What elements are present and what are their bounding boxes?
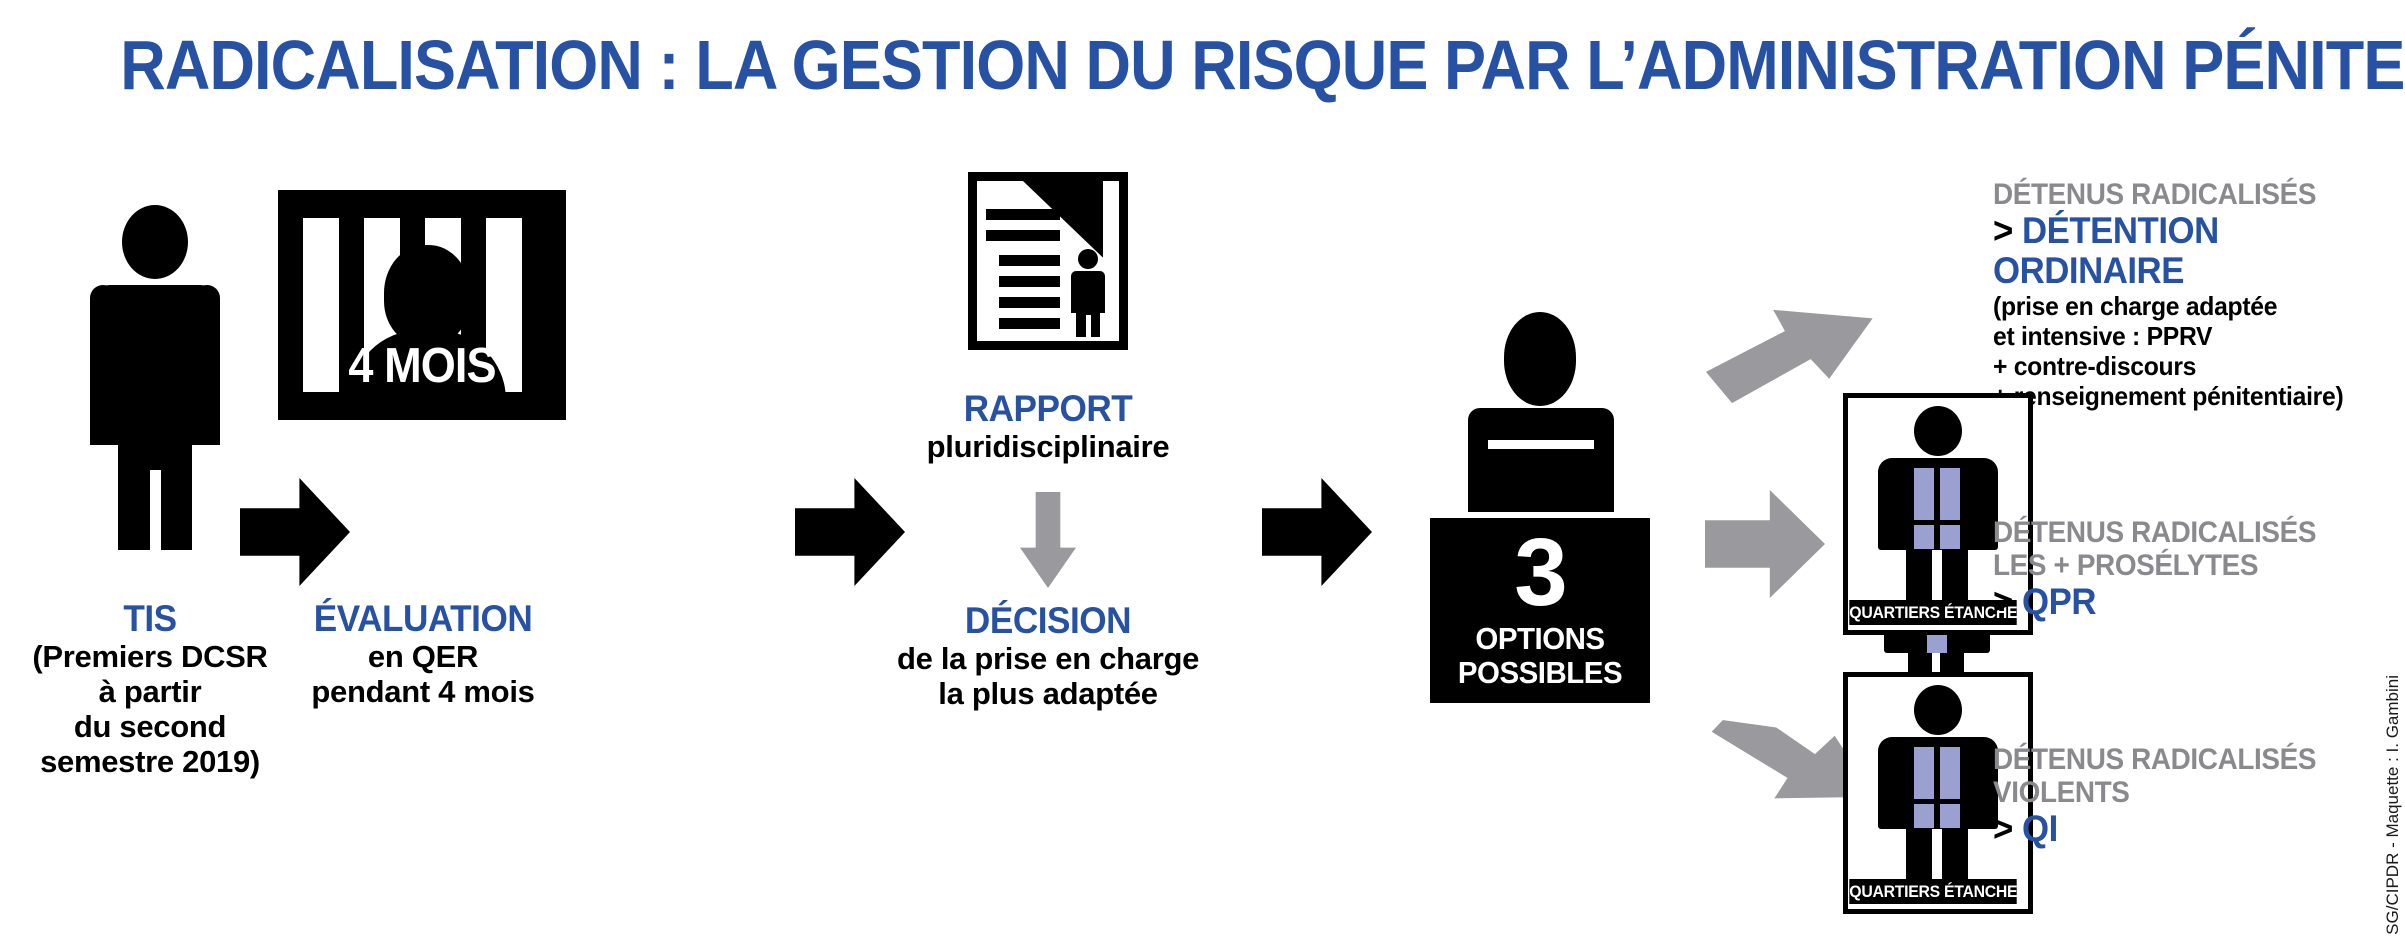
person-standing-icon (80, 205, 230, 550)
option-2-gray-heading-1: DÉTENUS RADICALISÉS (1993, 516, 2317, 549)
detainee-two-bars-icon-3 (1872, 685, 2002, 887)
step1-heading: TIS (123, 598, 177, 639)
option-2-frame-label: QUARTIERS ÉTANCHES (1849, 600, 2028, 625)
jail-cell-icon: 4 MOIS (278, 190, 566, 420)
option-1-blue-heading-1: > DÉTENTION (1993, 211, 2388, 251)
options-line-1: OPTIONS (1475, 621, 1605, 656)
step1-caption: TIS (Premiers DCSR à partir du second se… (0, 598, 300, 779)
step2-heading: ÉVALUATION (313, 598, 533, 639)
step3-decision-caption: DÉCISION de la prise en charge la plus a… (868, 600, 1228, 711)
option-2-blue-heading: > QPR (1993, 582, 2388, 622)
gray-right-arrow-icon (1705, 490, 1825, 598)
step3-heading-2: DÉCISION (964, 600, 1132, 641)
option-1-chevron: > (1993, 210, 2013, 251)
gray-down-arrow-icon (1020, 492, 1076, 588)
step1-line-3: du second (73, 709, 227, 744)
step2-line-1: en QER (367, 639, 479, 674)
black-right-arrow-icon-1 (240, 478, 350, 586)
detainee-two-bars-icon-2 (1872, 406, 2002, 608)
page-title: RADICALISATION : LA GESTION DU RISQUE PA… (120, 26, 2405, 104)
option-2-blue-line: QPR (2022, 581, 2097, 622)
step1-line-1: (Premiers DCSR (32, 639, 268, 674)
person-at-podium-icon: 3 OPTIONS POSSIBLES (1430, 312, 1650, 703)
step3-subtitle: pluridisciplinaire (926, 429, 1170, 464)
option-1-blue-line-1: DÉTENTION (2022, 210, 2219, 251)
option-3-chevron: > (1993, 808, 2013, 849)
option-3-gray-heading-1: DÉTENUS RADICALISÉS (1993, 743, 2317, 776)
option-2-text: DÉTENUS RADICALISÉS LES + PROSÉLYTES > Q… (1993, 516, 2405, 622)
options-line-2: POSSIBLES (1457, 655, 1623, 690)
credit-text: SG/CIPDR - Maquette : I. Gambini (2383, 675, 2402, 935)
black-right-arrow-icon-3 (1262, 478, 1372, 586)
option-1-detail-3: + contre-discours (1993, 351, 2197, 381)
step3-report-caption: RAPPORT pluridisciplinaire (880, 388, 1216, 464)
jail-duration-badge: 4 MOIS (348, 339, 496, 393)
step2-caption: ÉVALUATION en QER pendant 4 mois (270, 598, 576, 709)
option-1-gray-heading: DÉTENUS RADICALISÉS (1993, 178, 2317, 211)
option-3-blue-heading: > QI (1993, 809, 2388, 849)
option-2-chevron: > (1993, 581, 2013, 622)
option-3-gray-heading-2: VIOLENTS (1993, 776, 2130, 809)
option-3-blue-line: QI (2022, 808, 2058, 849)
step1-line-4: semestre 2019) (40, 744, 260, 779)
option-3-text: DÉTENUS RADICALISÉS VIOLENTS > QI (1993, 743, 2405, 849)
option-1-text: DÉTENUS RADICALISÉS > DÉTENTION ORDINAIR… (1993, 178, 2405, 411)
report-document-icon (968, 172, 1128, 350)
option-2-frame (1843, 393, 2033, 635)
step3-heading: RAPPORT (963, 388, 1133, 429)
option-3-frame (1843, 672, 2033, 914)
option-2-gray-heading-2: LES + PROSÉLYTES (1993, 549, 2259, 582)
option-3-frame-label: QUARTIERS ÉTANCHES (1849, 879, 2028, 904)
options-count: 3 (1514, 519, 1567, 626)
option-1-blue-heading-2: ORDINAIRE (1993, 250, 2184, 291)
step2-line-2: pendant 4 mois (311, 674, 535, 709)
black-right-arrow-icon-2 (795, 478, 905, 586)
step3-line-1: de la prise en charge (896, 641, 1200, 676)
step3-line-2: la plus adaptée (938, 676, 1158, 711)
option-1-detail-2: et intensive : PPRV (1993, 321, 2213, 351)
option-1-detail-1: (prise en charge adaptée (1993, 291, 2278, 321)
three-options-box: 3 OPTIONS POSSIBLES (1430, 518, 1650, 703)
step1-line-2: à partir (98, 674, 202, 709)
option-1-detail-4: + renseignement pénitentiaire) (1993, 381, 2344, 411)
